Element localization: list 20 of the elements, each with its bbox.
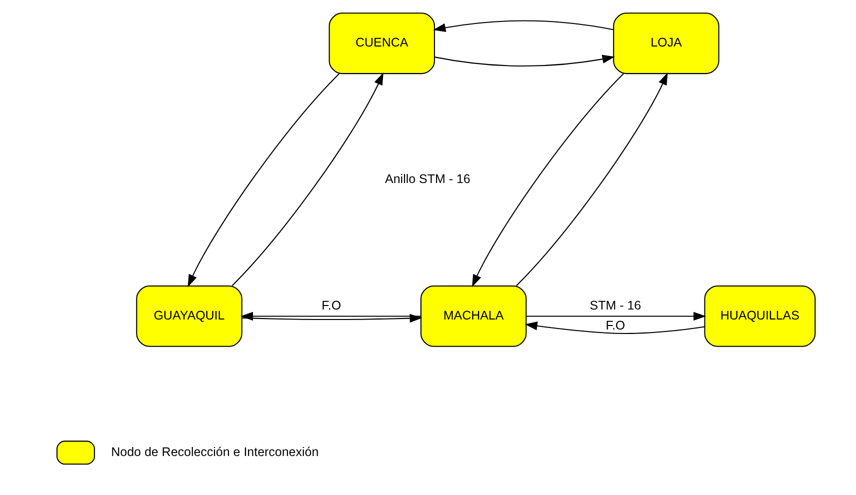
arrow (242, 313, 422, 322)
arrow (240, 311, 420, 320)
node-box: MACHALA (420, 285, 526, 346)
arrow (524, 321, 704, 334)
node-box: LOJA (612, 12, 719, 74)
label: Anillo STM - 16 (384, 172, 470, 186)
arrow (516, 72, 668, 286)
arrow (434, 54, 614, 66)
arrow (526, 311, 706, 320)
node-box: GUAYAQUIL (136, 285, 242, 346)
node-box: CUENCA (328, 12, 434, 74)
arrow (187, 72, 340, 287)
arrow (432, 20, 613, 32)
edge-label: F.O (605, 318, 625, 332)
node-box: HUAQUILLAS (704, 285, 816, 346)
arrow (231, 72, 383, 286)
edge-label: STM - 16 (589, 298, 641, 312)
edge-label: F.O (321, 298, 341, 312)
legend-label: Nodo de Recolección e Interconexión (110, 444, 318, 458)
arrow (472, 72, 624, 287)
